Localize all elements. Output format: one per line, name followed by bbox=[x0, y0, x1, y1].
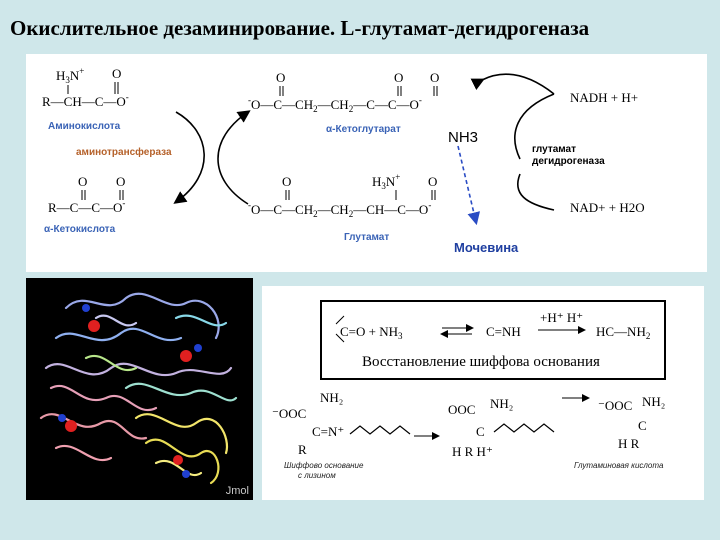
schiff-reduction-box: C=O + NH3 C=NH +H⁺ H⁺ HC—NH2 Восстановле… bbox=[320, 300, 666, 380]
svg-text:HC—NH2: HC—NH2 bbox=[596, 324, 650, 341]
svg-text:R—C—C—O-: R—C—C—O- bbox=[48, 198, 125, 215]
schiff-label-right: Глутаминовая кислота bbox=[574, 461, 664, 470]
glutamate-label: Глутамат bbox=[344, 232, 389, 243]
svg-text:+H⁺ H⁺: +H⁺ H⁺ bbox=[540, 310, 583, 325]
svg-text:H3N+: H3N+ bbox=[372, 172, 400, 191]
svg-text:C=O + NH3: C=O + NH3 bbox=[340, 324, 403, 341]
ketoacid-label: α-Кетокислота bbox=[44, 224, 116, 235]
enzyme-label-line2: дегидрогеназа bbox=[532, 156, 605, 167]
svg-text:H R H⁺: H R H⁺ bbox=[452, 444, 493, 459]
schiff-reduction-equation: C=O + NH3 C=NH +H⁺ H⁺ HC—NH2 bbox=[335, 310, 650, 343]
schiff-caption: Восстановление шиффова основания bbox=[362, 354, 600, 370]
urea-arrow bbox=[457, 145, 481, 226]
urea-label: Мочевина bbox=[454, 240, 519, 255]
svg-text:O: O bbox=[112, 66, 121, 81]
jmol-watermark: Jmol bbox=[225, 485, 249, 497]
active-site-marker bbox=[173, 455, 183, 465]
svg-text:O: O bbox=[276, 70, 285, 85]
schiff-base-panel: C=O + NH3 C=NH +H⁺ H⁺ HC—NH2 Восстановле… bbox=[262, 286, 704, 500]
ketoglutarate-label: α-Кетоглутарат bbox=[326, 124, 401, 135]
enzyme-label-line1: глутамат bbox=[532, 144, 576, 155]
svg-text:O: O bbox=[394, 70, 403, 85]
svg-text:C: C bbox=[476, 424, 485, 439]
svg-text:H R: H R bbox=[618, 436, 640, 451]
protein-structure-image: Jmol bbox=[26, 278, 253, 500]
transamination-arrow-down bbox=[173, 111, 205, 204]
svg-text:NH₂: NH₂ bbox=[490, 396, 513, 411]
svg-text:NH₂: NH₂ bbox=[320, 390, 343, 405]
aminoacid-label: Аминокислота bbox=[48, 121, 121, 132]
active-site-marker bbox=[180, 350, 192, 362]
nad-label: NAD+ + H2O bbox=[570, 200, 645, 215]
schiff-mechanism: ⁻OOC NH₂ C=N⁺ R OOC NH₂ C H R H⁺ ⁻OOC NH… bbox=[272, 390, 665, 480]
dehydrogenase-arrow-head bbox=[470, 73, 555, 95]
aminoacid-structure: H3N+ O R—CH—C—O- bbox=[42, 66, 129, 109]
svg-text:NH₂: NH₂ bbox=[642, 394, 665, 409]
svg-text:⁻OOC: ⁻OOC bbox=[598, 398, 632, 413]
dehydrogenase-arrow-top bbox=[514, 93, 555, 160]
svg-text:H3N+: H3N+ bbox=[56, 66, 84, 85]
svg-text:OOC: OOC bbox=[448, 402, 475, 417]
svg-text:O: O bbox=[430, 70, 439, 85]
svg-text:R—CH—C—O-: R—CH—C—O- bbox=[42, 92, 129, 109]
active-site-marker bbox=[65, 420, 77, 432]
aminotransferase-label: аминотрансфераза bbox=[76, 146, 172, 158]
nadh-label: NADH + H+ bbox=[570, 90, 638, 105]
svg-text:C=NH: C=NH bbox=[486, 324, 521, 339]
svg-text:O: O bbox=[428, 174, 437, 189]
ketoglutarate-structure: O O O -O—C—CH2—CH2—C—C—O- bbox=[248, 70, 439, 114]
protein-ribbon bbox=[39, 292, 238, 485]
svg-text:C=N⁺: C=N⁺ bbox=[312, 424, 344, 439]
svg-text:⁻OOC: ⁻OOC bbox=[272, 406, 306, 421]
transamination-arrow-up bbox=[217, 110, 251, 205]
svg-text:-O—C—CH2—CH2—C—C—O-: -O—C—CH2—CH2—C—C—O- bbox=[248, 95, 422, 114]
svg-text:R: R bbox=[298, 442, 307, 457]
ketoacid-structure: O O R—C—C—O- bbox=[48, 174, 125, 215]
glutamate-structure: H3N+ O O -O—C—CH2—CH2—CH—C—O- bbox=[248, 172, 437, 219]
page-title: Окислительное дезаминирование. L-глутама… bbox=[10, 16, 590, 40]
svg-text:O: O bbox=[282, 174, 291, 189]
active-site-marker bbox=[88, 320, 100, 332]
svg-text:O: O bbox=[78, 174, 87, 189]
nh3-label: NH3 bbox=[448, 129, 478, 146]
schiff-label-left-1: Шиффово основание bbox=[284, 461, 364, 470]
svg-text:C: C bbox=[638, 418, 647, 433]
dehydrogenase-arrow-bottom bbox=[517, 173, 555, 211]
schiff-label-left-2: с лизином bbox=[298, 471, 336, 480]
reaction-scheme-panel: H3N+ O R—CH—C—O- Аминокислота аминотранс… bbox=[26, 54, 707, 272]
reaction-scheme: H3N+ O R—CH—C—O- Аминокислота аминотранс… bbox=[42, 66, 645, 255]
svg-text:O: O bbox=[116, 174, 125, 189]
svg-text:-O—C—CH2—CH2—CH—C—O-: -O—C—CH2—CH2—CH—C—O- bbox=[248, 200, 431, 219]
